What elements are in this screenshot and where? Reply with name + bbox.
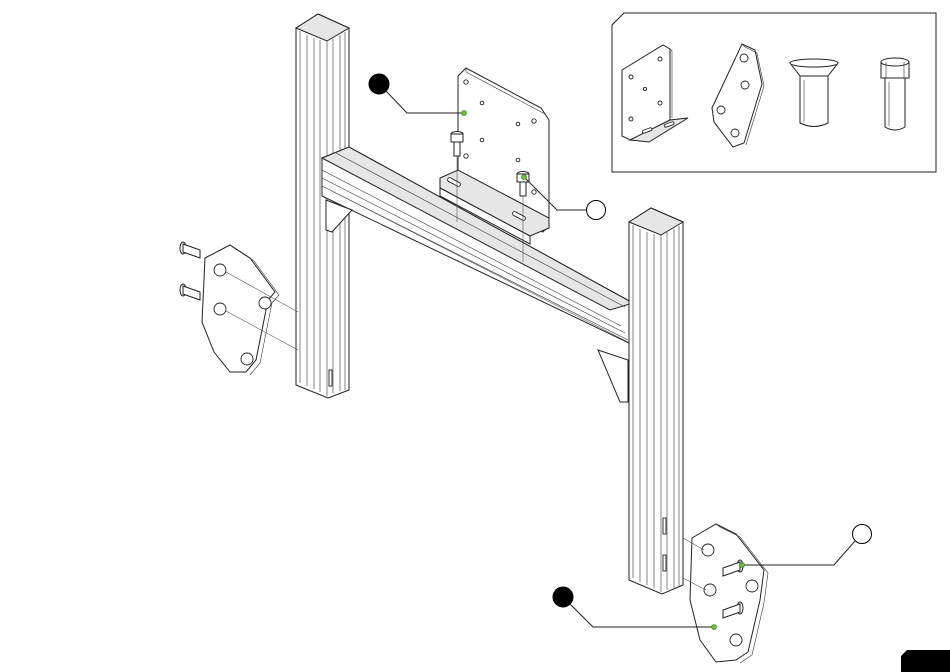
callout-1-attach-point <box>462 111 467 116</box>
callout-4-attach-point <box>712 625 717 630</box>
callout-1 <box>369 74 467 116</box>
countersunk-screw-icon <box>790 59 838 127</box>
callout-3-marker <box>853 525 872 544</box>
left-side-plate <box>180 242 298 375</box>
parts-legend <box>612 13 936 172</box>
socket-cap-screw-icon <box>881 58 909 130</box>
left-plate-screw-icon <box>180 242 200 300</box>
callout-3 <box>740 525 872 568</box>
side-plate-icon <box>712 44 764 147</box>
callout-2-attach-point <box>522 175 527 180</box>
right-side-plate <box>683 524 768 663</box>
callout-3-attach-point <box>740 563 745 568</box>
corner-tab <box>901 650 950 672</box>
right-upright <box>629 208 683 594</box>
bracket-plate-icon <box>622 45 688 142</box>
callout-2-marker <box>587 201 606 220</box>
